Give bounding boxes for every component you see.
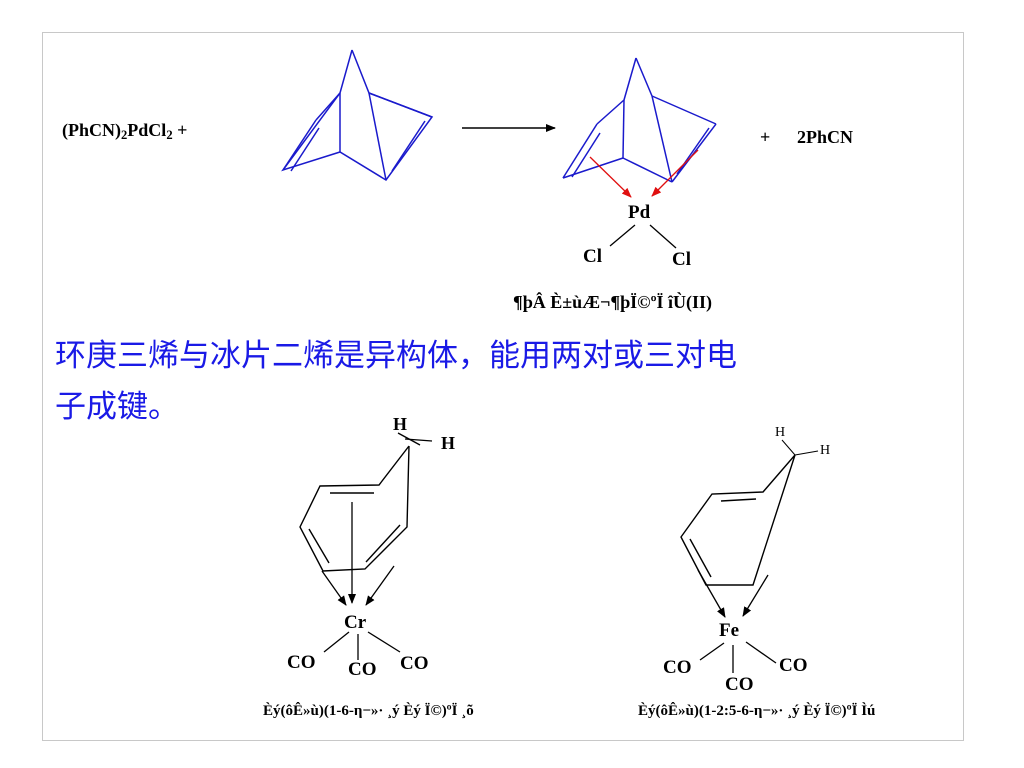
cr-complex-caption: Èý(ôÊ»ù)(1-6-η−»· ¸ý Èý Ï©)ºÏ ¸õ bbox=[263, 703, 474, 719]
reagent-formula: (PhCN)2PdCl2 + bbox=[62, 120, 188, 143]
description-line-1: 环庚三烯与冰片二烯是异构体，能用两对或三对电 bbox=[55, 338, 737, 374]
cr-label: Cr bbox=[344, 612, 367, 633]
fe-co-label-1: CO bbox=[663, 657, 692, 678]
pd-cl-bond-right bbox=[649, 224, 677, 249]
coordination-arrow-left bbox=[589, 156, 632, 198]
cr-h-label-1: H bbox=[393, 414, 408, 434]
product-caption: ¶þÂ È±ùÆ¬¶þÏ©ºÏ îÙ(II) bbox=[513, 292, 713, 312]
cl-label-left: Cl bbox=[583, 246, 602, 267]
fe-h-label-2: H bbox=[820, 443, 831, 458]
cycloheptatriene-fe-structure bbox=[680, 439, 819, 673]
plus-sign: + bbox=[760, 127, 771, 147]
coordination-arrow-right bbox=[651, 149, 699, 197]
fe-label: Fe bbox=[719, 620, 740, 641]
norbornadiene-structure bbox=[281, 49, 434, 181]
cr-co-label-3: CO bbox=[400, 653, 429, 674]
cr-h-label-2: H bbox=[441, 433, 456, 453]
description-line-2: 子成键。 bbox=[55, 389, 179, 425]
fe-co-label-2: CO bbox=[779, 655, 808, 676]
product-norbornadiene-structure bbox=[562, 57, 717, 183]
pd-cl-bond-left bbox=[609, 224, 636, 247]
cr-co-label-1: CO bbox=[287, 652, 316, 673]
pd-label: Pd bbox=[628, 202, 651, 223]
cycloheptatriene-cr-structure bbox=[299, 432, 433, 660]
fe-h-label-1: H bbox=[775, 425, 786, 440]
fe-co-label-3: CO bbox=[725, 674, 754, 695]
cl-label-right: Cl bbox=[672, 249, 691, 270]
cr-co-label-2: CO bbox=[348, 659, 377, 680]
byproduct-formula: 2PhCN bbox=[797, 127, 854, 147]
slide-frame bbox=[42, 32, 964, 741]
fe-complex-caption: Èý(ôÊ»ù)(1-2:5-6-η−»· ¸ý Èý Ï©)ºÏ Ìú bbox=[638, 703, 876, 719]
